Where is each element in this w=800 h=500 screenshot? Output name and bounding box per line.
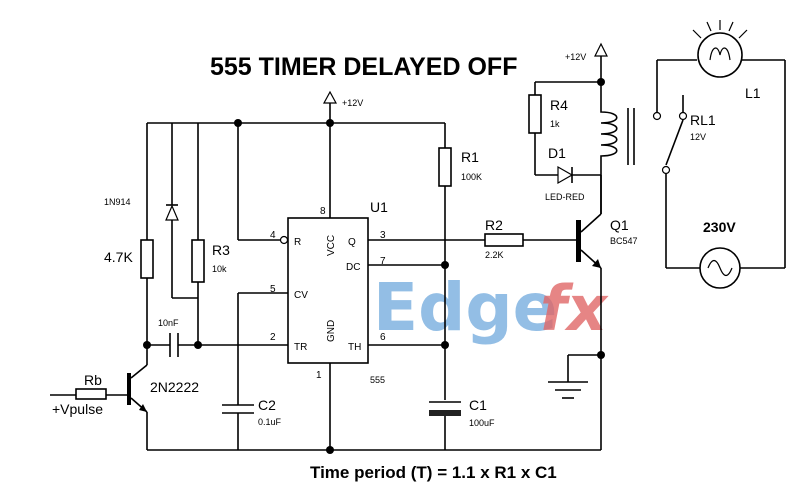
pin-number-8: 8 <box>320 206 326 217</box>
d-1n914-name: 1N914 <box>104 197 131 207</box>
r3-name: R3 <box>212 242 230 258</box>
pin-number-1: 1 <box>316 370 322 381</box>
d1-name: D1 <box>548 145 566 161</box>
ground-branch <box>548 268 605 450</box>
r4-led-branch: R4 1k D1 LED-RED <box>528 81 601 202</box>
rb-name: Rb <box>84 372 102 388</box>
bottom-rail <box>147 363 601 454</box>
lamp-l1: L1 <box>657 20 785 101</box>
c1-capacitor: C1 100uF <box>429 397 495 450</box>
q1-name: Q1 <box>610 217 629 233</box>
supply-label-relay: +12V <box>565 52 586 62</box>
watermark-suffix: fx <box>540 272 609 345</box>
trigger-network: 4.7K 1N914 R3 10k 10nF 2N2222 Rb +Vpu <box>50 123 288 450</box>
pin-number-3: 3 <box>380 230 386 241</box>
ic-555: U1 555 R Q DC CV TR TH VCC GND 4 8 3 7 5… <box>270 199 388 385</box>
q-2n2222-name: 2N2222 <box>150 379 199 395</box>
c1-name: C1 <box>469 397 487 413</box>
r1-name: R1 <box>461 149 479 165</box>
r3-value: 10k <box>212 264 227 274</box>
d1-value: LED-RED <box>545 192 585 202</box>
cv-wire: C2 0.1uF <box>222 292 288 450</box>
c2-value: 0.1uF <box>258 417 282 427</box>
pin-name-dc: DC <box>346 262 360 273</box>
pin-number-5: 5 <box>270 284 276 295</box>
r2-name: R2 <box>485 217 503 233</box>
rl1-name: RL1 <box>690 112 716 128</box>
supply-arrow-relay: +12V <box>565 42 608 100</box>
pin-number-7: 7 <box>380 256 386 267</box>
pin-name-tr: TR <box>294 342 307 353</box>
watermark-main: Edge <box>373 269 557 346</box>
r1-resistor: R1 100K <box>438 123 482 400</box>
relay-coil <box>600 100 635 214</box>
pin-name-q: Q <box>348 237 356 248</box>
reset-wire <box>237 123 289 245</box>
top-rail <box>147 119 445 127</box>
relay-switch: RL1 12V <box>652 60 716 268</box>
supply-label-u1: +12V <box>342 98 363 108</box>
ic-name: U1 <box>370 199 388 215</box>
r47k-value: 4.7K <box>104 249 133 265</box>
c-10n-value: 10nF <box>158 318 179 328</box>
mains-value: 230V <box>703 219 736 235</box>
pin-name-reset: R <box>294 237 301 248</box>
time-period-formula: Time period (T) = 1.1 x R1 x C1 <box>310 463 557 482</box>
l1-name: L1 <box>745 85 761 101</box>
c1-value: 100uF <box>469 418 495 428</box>
rl1-value: 12V <box>690 132 706 142</box>
pin-name-th: TH <box>348 342 361 353</box>
pin-name-cv: CV <box>294 290 308 301</box>
r1-value: 100K <box>461 172 482 182</box>
diagram-title: 555 TIMER DELAYED OFF <box>210 53 517 81</box>
vpulse-label: +Vpulse <box>52 401 103 417</box>
c2-name: C2 <box>258 397 276 413</box>
r2-value: 2.2K <box>485 250 504 260</box>
pin-number-6: 6 <box>380 332 386 343</box>
pin-name-gnd: GND <box>326 320 337 342</box>
r2-resistor: R2 2.2K <box>368 217 576 260</box>
pin-number-2: 2 <box>270 332 276 343</box>
r4-name: R4 <box>550 97 568 113</box>
pin-number-4: 4 <box>270 230 276 241</box>
ic-part: 555 <box>370 375 385 385</box>
q1-value: BC547 <box>610 236 638 246</box>
mains-source: 230V <box>666 60 786 289</box>
q1-transistor: Q1 BC547 <box>576 213 638 269</box>
r4-value: 1k <box>550 119 560 129</box>
pin-name-vcc: VCC <box>326 235 337 256</box>
supply-arrow-u1: +12V <box>322 90 363 123</box>
